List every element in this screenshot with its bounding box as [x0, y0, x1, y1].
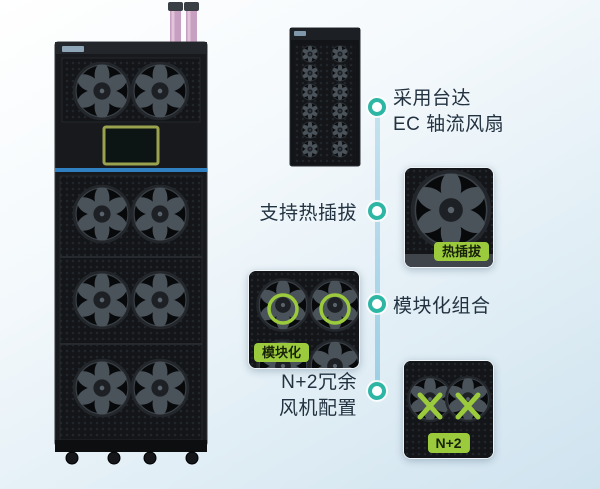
fan-icon	[72, 358, 132, 418]
timeline-dot-1	[368, 98, 386, 116]
fan-icon	[130, 61, 190, 121]
fan-icon	[445, 376, 491, 422]
fan-icon	[410, 169, 492, 251]
card-modular: 模块化	[248, 270, 360, 369]
pipes-icon	[168, 2, 199, 46]
annotation-fan-type: 采用台达 EC 轴流风扇	[393, 86, 504, 138]
timeline-dot-2	[368, 202, 386, 220]
annotation-modular: 模块化组合	[393, 294, 491, 320]
redundant-fans-image	[404, 361, 493, 458]
annotation-line: 模块化组合	[393, 296, 491, 317]
fan-icon	[72, 270, 132, 330]
annotation-line: EC 轴流风扇	[393, 114, 505, 135]
card-redundancy: N+2	[403, 360, 494, 459]
annotation-line: 风机配置	[278, 398, 357, 419]
annotation-hot-swap: 支持热插拔	[237, 201, 357, 227]
fan-icon	[130, 270, 190, 330]
badge-modular: 模块化	[254, 343, 310, 362]
timeline-dot-3	[368, 295, 386, 313]
annotation-line: 支持热插拔	[259, 203, 357, 224]
x-mark-icon	[417, 392, 481, 420]
fan-icon	[72, 184, 132, 244]
main-cooling-cabinet	[54, 2, 208, 465]
blue-accent-strip	[55, 168, 207, 172]
timeline-line	[375, 107, 380, 391]
fan-icon	[130, 358, 190, 418]
card-hot-swap: 热插拔	[404, 167, 494, 268]
module-highlight-circles	[267, 293, 351, 325]
brand-logo	[62, 46, 84, 52]
badge-n-plus-2: N+2	[427, 433, 470, 453]
fan-module-unit	[289, 27, 361, 167]
annotation-redundancy: N+2冗余 风机配置	[237, 370, 357, 422]
fan-icon	[72, 61, 132, 121]
badge-hot-swap: 热插拔	[433, 242, 489, 261]
timeline-dot-4	[368, 382, 386, 400]
brand-logo	[294, 31, 306, 36]
annotation-line: N+2冗余	[281, 372, 357, 393]
annotation-line: 采用台达	[393, 88, 472, 109]
caster-wheels	[65, 451, 199, 465]
display-screen	[102, 125, 160, 166]
fan-icon	[130, 184, 190, 244]
